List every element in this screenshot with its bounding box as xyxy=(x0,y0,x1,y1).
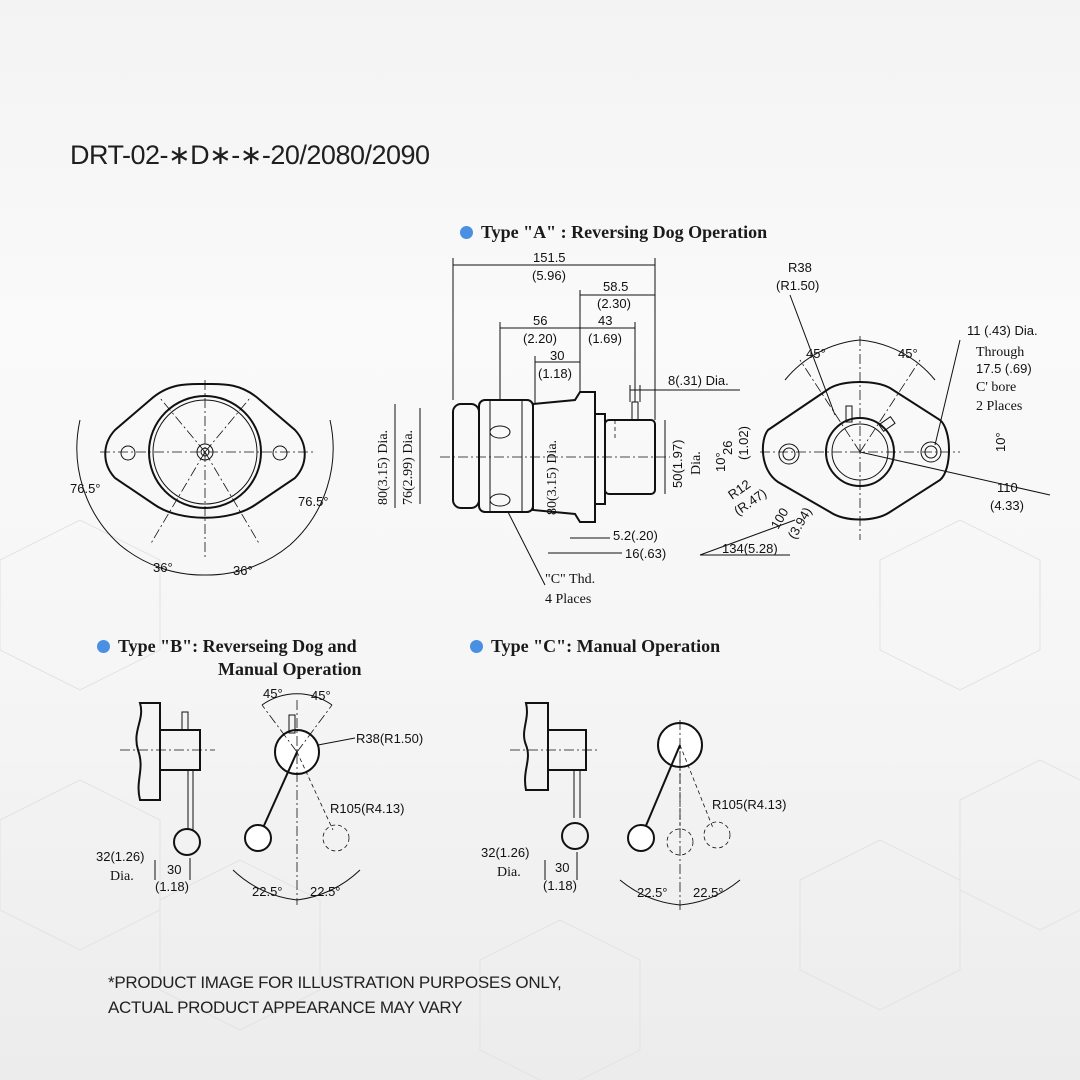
flange-d26: 26 xyxy=(720,441,735,455)
side-d58-in: (2.30) xyxy=(597,296,631,311)
type-b-d30: 30 xyxy=(167,862,181,877)
flange-view-drawing: R38 (R1.50) 45° 45° 11 (.43) Dia. Throug… xyxy=(699,260,1051,556)
side-d56-in: (2.20) xyxy=(523,331,557,346)
type-c-front-drawing: R105(R4.13) 22.5° 22.5° xyxy=(619,720,786,910)
side-dia50-label: Dia. xyxy=(689,451,704,475)
heading-type-a: Type "A" : Reversing Dog Operation xyxy=(460,222,767,243)
type-c-knob-dia: Dia. xyxy=(497,865,521,880)
flange-angle-10-right: 10° xyxy=(993,432,1008,452)
flange-through: Through xyxy=(976,345,1024,360)
side-d43: 43 xyxy=(598,313,612,328)
type-b-r38: R38(R1.50) xyxy=(356,731,423,746)
side-d43-in: (1.69) xyxy=(588,331,622,346)
flange-angle-45-right: 45° xyxy=(898,346,918,361)
type-b-front-drawing: 45° 45° R38(R1.50) R105(R4.13) 22.5° 22.… xyxy=(232,686,423,905)
type-c-d30-in: (1.18) xyxy=(543,878,577,893)
disclaimer-line2: ACTUAL PRODUCT APPEARANCE MAY VARY xyxy=(108,998,463,1017)
heading-type-a-label: Type "A" : Reversing Dog Operation xyxy=(481,222,768,242)
side-d16: 16(.63) xyxy=(625,546,666,561)
type-c-d30: 30 xyxy=(555,860,569,875)
type-b-r105: R105(R4.13) xyxy=(330,801,404,816)
disclaimer: *PRODUCT IMAGE FOR ILLUSTRATION PURPOSES… xyxy=(108,970,562,1020)
flange-angle-45-left: 45° xyxy=(806,346,826,361)
type-b-side-drawing: 32(1.26) Dia. 30 (1.18) xyxy=(96,702,215,894)
type-c-a22-right: 22.5° xyxy=(693,885,724,900)
side-d30-in: (1.18) xyxy=(538,366,572,381)
type-c-knob: 32(1.26) xyxy=(481,845,529,860)
type-c-side-drawing: 32(1.26) Dia. 30 (1.18) xyxy=(481,702,600,893)
side-thread-places: 4 Places xyxy=(545,592,591,607)
side-d30: 30 xyxy=(550,348,564,363)
flange-hole-dia: 11 (.43) Dia. xyxy=(967,323,1038,338)
side-overall-dim-in: (5.96) xyxy=(532,268,566,283)
flange-places: 2 Places xyxy=(976,399,1022,414)
side-overall-dim: 151.5 xyxy=(533,250,566,265)
side-view-drawing: 151.5 (5.96) 58.5 (2.30) 56 (2.20) 43 (1… xyxy=(376,250,740,607)
type-b-a22-left: 22.5° xyxy=(252,884,283,899)
front-view-drawing: 76.5° 76.5° 36° 36° xyxy=(70,380,334,578)
type-b-knob: 32(1.26) xyxy=(96,849,144,864)
bullet-icon xyxy=(460,226,473,239)
bullet-icon xyxy=(97,640,110,653)
front-angle-bottom-left: 36° xyxy=(153,560,173,575)
type-b-d30-in: (1.18) xyxy=(155,879,189,894)
front-angle-left: 76.5° xyxy=(70,481,101,496)
side-dia80: 80(3.15) Dia. xyxy=(376,430,391,505)
side-d58: 58.5 xyxy=(603,279,628,294)
front-angle-bottom-right: 36° xyxy=(233,563,253,578)
flange-r38-in: (R1.50) xyxy=(776,278,819,293)
flange-d134: 134(5.28) xyxy=(722,541,778,556)
type-b-a45-right: 45° xyxy=(311,688,331,703)
front-angle-right: 76.5° xyxy=(298,494,329,509)
flange-cbore: 17.5 (.69) xyxy=(976,361,1032,376)
type-b-a22-right: 22.5° xyxy=(310,884,341,899)
side-d56: 56 xyxy=(533,313,547,328)
type-c-a22-left: 22.5° xyxy=(637,885,668,900)
heading-type-b: Type "B": Reverseing Dog and xyxy=(97,636,357,657)
heading-type-c-label: Type "C": Manual Operation xyxy=(491,636,721,656)
heading-type-b-line2: Manual Operation xyxy=(218,659,362,679)
bullet-icon xyxy=(470,640,483,653)
side-d5-2: 5.2(.20) xyxy=(613,528,658,543)
side-pin-dia: 8(.31) Dia. xyxy=(668,373,729,388)
heading-type-b-line1: Type "B": Reverseing Dog and xyxy=(118,636,357,656)
flange-d100-in: (3.94) xyxy=(785,505,815,542)
flange-angle-10-left: 10° xyxy=(713,452,728,472)
flange-r38: R38 xyxy=(788,260,812,275)
flange-d110-in: (4.33) xyxy=(990,498,1024,513)
type-b-knob-dia: Dia. xyxy=(110,869,134,884)
side-thread-label: "C" Thd. xyxy=(545,572,595,587)
side-dia80b: 80(3.15) Dia. xyxy=(545,440,560,515)
flange-cbore-label: C' bore xyxy=(976,380,1016,395)
type-b-a45-left: 45° xyxy=(263,686,283,701)
side-dia76: 76(2.99) Dia. xyxy=(401,430,416,505)
flange-d26-in: (1.02) xyxy=(736,426,751,460)
page-title: DRT-02-∗D∗-∗-20/2080/2090 xyxy=(70,140,430,170)
side-dia50: 50(1.97) xyxy=(670,440,685,488)
type-c-r105: R105(R4.13) xyxy=(712,797,786,812)
heading-type-c: Type "C": Manual Operation xyxy=(470,636,720,657)
disclaimer-line1: *PRODUCT IMAGE FOR ILLUSTRATION PURPOSES… xyxy=(108,973,562,992)
flange-d110: 110 xyxy=(997,480,1018,495)
